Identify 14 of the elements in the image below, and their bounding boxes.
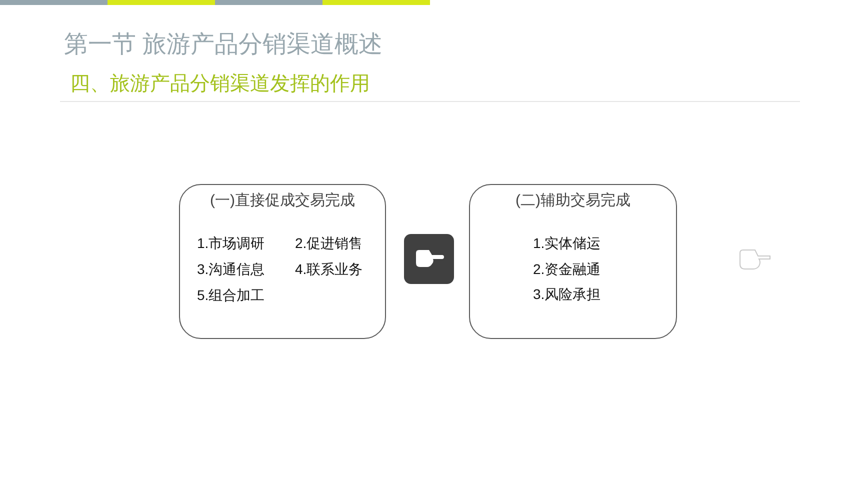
box-heading: (一)直接促成交易完成 [209, 191, 356, 211]
list-item: 3.沟通信息 [197, 260, 265, 278]
box-heading: (二)辅助交易完成 [514, 191, 632, 211]
list-item: 5.组合加工 [197, 286, 265, 304]
list-item: 2.促进销售 [295, 234, 363, 252]
slide-subtitle: 四、旅游产品分销渠道发挥的作用 [70, 72, 370, 97]
list-item: 1.市场调研 [197, 234, 265, 252]
list-item: 4.联系业务 [295, 260, 363, 278]
slide-title: 第一节 旅游产品分销渠道概述 [64, 30, 383, 60]
rounded-box [179, 184, 386, 339]
list-item: 1.实体储运 [533, 234, 601, 252]
list-item: 3.风险承担 [533, 285, 601, 303]
list-item: 2.资金融通 [533, 260, 601, 278]
rounded-box [469, 184, 677, 339]
